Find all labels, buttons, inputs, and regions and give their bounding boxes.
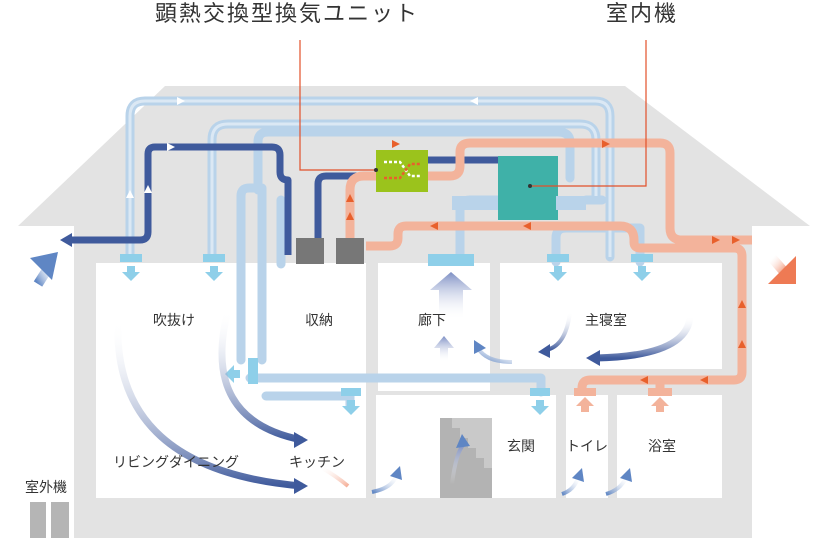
duct-flow-arrows (126, 97, 478, 198)
heat-exchange-unit-label: 顕熱交換型換気ユニット (155, 2, 420, 27)
room-label-shuno: 収納 (305, 313, 333, 329)
outdoor-unit (30, 502, 69, 538)
callout-dot-unit (374, 168, 378, 172)
room-label-yokushitsu: 浴室 (648, 439, 676, 455)
return-outlet-arrow (60, 233, 72, 247)
warm-ducts (345, 138, 752, 394)
callout-dot-indoor (528, 184, 532, 188)
warm-supply-arrows (576, 397, 669, 412)
heat-exchange-unit (376, 150, 428, 192)
indoor-unit-label: 室内機 (606, 2, 679, 27)
room-yokushitsu (617, 395, 722, 498)
callout-lines (299, 40, 647, 187)
room-label-roka: 廊下 (418, 313, 446, 329)
exterior-arrows (30, 252, 796, 287)
indoor-unit (452, 156, 586, 220)
warm-diffusers (574, 388, 672, 396)
room-label-fukinuke: 吹抜け (153, 313, 195, 329)
room-label-living: リビングダイニング (113, 455, 239, 471)
room-toilet (566, 395, 608, 498)
room-shushinshitsu (500, 263, 722, 369)
room-kitchen-extension (350, 395, 364, 498)
staircase (440, 418, 492, 498)
room-label-toilet: トイレ (566, 439, 608, 455)
warm-duct-arrows (346, 140, 746, 384)
room-label-kitchen: キッチン (289, 455, 345, 471)
room-label-genkan: 玄関 (507, 439, 535, 455)
diffusers (120, 254, 653, 396)
supply-duct-highlight (128, 99, 612, 257)
room-roka (378, 263, 490, 391)
outdoor-unit-label: 室外機 (25, 480, 67, 496)
vent-fans (296, 238, 364, 264)
room-label-shushinshitsu: 主寝室 (585, 313, 627, 329)
supply-arrows (122, 266, 651, 415)
room-airflow-arrows (114, 272, 694, 496)
